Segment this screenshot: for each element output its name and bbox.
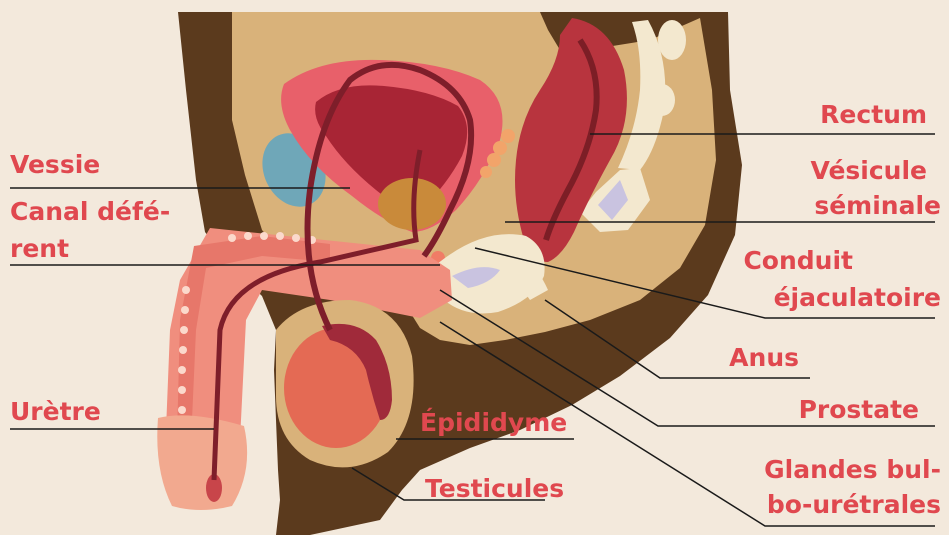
label-vesicule-line1: Vésicule — [810, 156, 927, 185]
label-epididyme: Épididyme — [420, 408, 567, 437]
seminal-bead-2 — [493, 141, 507, 155]
label-vesicule-line2: séminale — [814, 191, 941, 220]
seminal-bead-4 — [480, 166, 492, 178]
label-glandes-line1: Glandes bul- — [764, 455, 941, 484]
label-glandes-line2: bo-urétrales — [767, 490, 941, 519]
label-vessie: Vessie — [10, 150, 100, 179]
label-testicules: Testicules — [425, 474, 564, 503]
label-canal-deferent-line2: rent — [10, 234, 69, 263]
label-conduit-line1: Conduit — [743, 246, 853, 275]
vertebra-1 — [658, 20, 686, 60]
label-anus: Anus — [729, 343, 799, 372]
label-conduit-line2: éjaculatoire — [774, 283, 941, 312]
vertebra-2 — [649, 84, 675, 116]
label-canal-deferent-line1: Canal défé- — [10, 197, 170, 226]
label-prostate: Prostate — [799, 395, 919, 424]
label-uretre: Urètre — [10, 397, 101, 426]
seminal-bead-3 — [487, 153, 501, 167]
label-rectum: Rectum — [820, 100, 927, 129]
seminal-bead-1 — [501, 129, 515, 143]
